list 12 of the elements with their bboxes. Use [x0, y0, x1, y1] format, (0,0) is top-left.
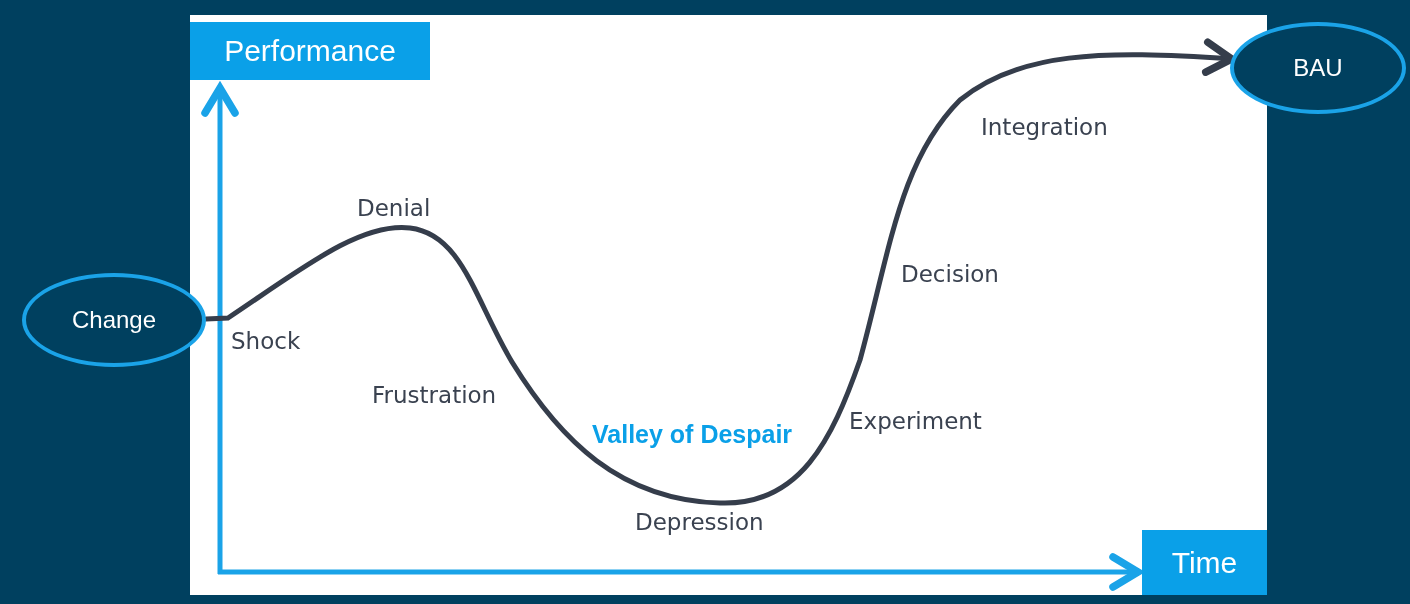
valley-label: Valley of Despair: [592, 420, 793, 449]
stage-label: Decision: [901, 261, 999, 287]
change-oval: Change: [22, 273, 206, 367]
bau-oval: BAU: [1230, 22, 1406, 114]
stage-label: Frustration: [372, 382, 497, 408]
stage-label: Shock: [231, 328, 301, 354]
stage-label: Denial: [357, 195, 431, 221]
stage-label: Depression: [635, 509, 764, 535]
axis-title: Performance: [190, 22, 430, 80]
axis-title: Time: [1142, 530, 1267, 595]
stage-label: Integration: [981, 114, 1108, 140]
stage-label: Experiment: [849, 408, 982, 434]
